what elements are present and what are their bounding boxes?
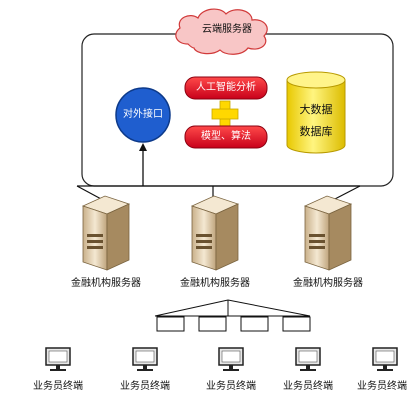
terminal-label: 业务员终端 (357, 381, 407, 392)
network-switch-boxes (156, 316, 311, 332)
model-pill (184, 125, 268, 149)
server-tower-icon (81, 195, 131, 271)
upload-arrow (139, 143, 147, 186)
network-tree-lines (154, 299, 311, 317)
server-connector-lines (76, 185, 361, 201)
database-line2: 数据库 (299, 125, 333, 138)
computer-monitor-icon (218, 347, 244, 371)
cloud-title: 云端服务器 (202, 24, 252, 35)
server-label: 金融机构服务器 (180, 278, 250, 289)
computer-monitor-icon (45, 347, 71, 371)
database-line1: 大数据 (299, 103, 333, 116)
terminal-label: 业务员终端 (120, 381, 170, 392)
terminal-label: 业务员终端 (206, 381, 256, 392)
server-label: 金融机构服务器 (293, 278, 363, 289)
interface-label: 对外接口 (123, 109, 163, 120)
analysis-label: 人工智能分析 (196, 82, 256, 93)
server-tower-icon (303, 195, 353, 271)
model-label: 模型、算法 (201, 131, 251, 142)
server-label: 金融机构服务器 (71, 278, 141, 289)
computer-monitor-icon (132, 347, 158, 371)
cloud-icon (175, 8, 268, 55)
server-tower-icon (190, 195, 240, 271)
computer-monitor-icon (372, 347, 398, 371)
computer-monitor-icon (295, 347, 321, 371)
terminal-label: 业务员终端 (283, 381, 333, 392)
database-cylinder-icon (286, 71, 346, 154)
analysis-pill (184, 76, 268, 100)
interface-circle-icon (115, 87, 171, 143)
terminal-label: 业务员终端 (33, 381, 83, 392)
